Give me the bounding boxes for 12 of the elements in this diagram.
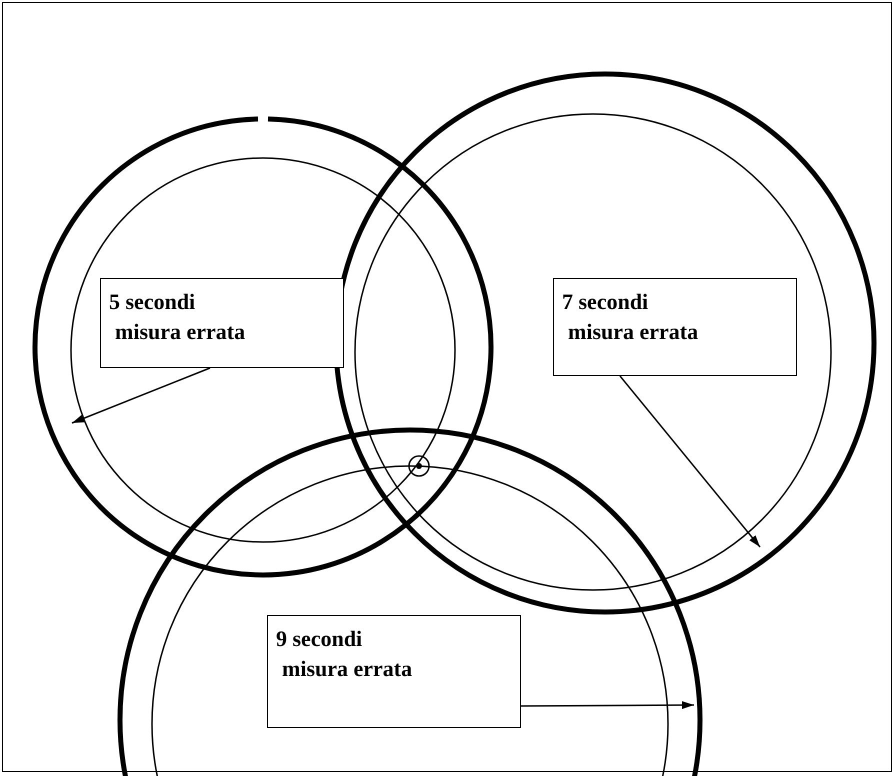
label-text: misura errata xyxy=(281,655,414,683)
label-box xyxy=(100,278,344,368)
arrow xyxy=(521,701,694,710)
label-text: misura errata xyxy=(567,318,700,346)
label-text: 5 secondi xyxy=(109,288,196,316)
arrow xyxy=(72,367,210,424)
label-box xyxy=(267,615,521,728)
label-text: 7 secondi xyxy=(562,288,650,316)
label-text: misura errata xyxy=(114,318,246,346)
arrow xyxy=(619,376,761,548)
label-text: 9 secondi xyxy=(276,625,364,653)
label-box xyxy=(553,278,797,376)
